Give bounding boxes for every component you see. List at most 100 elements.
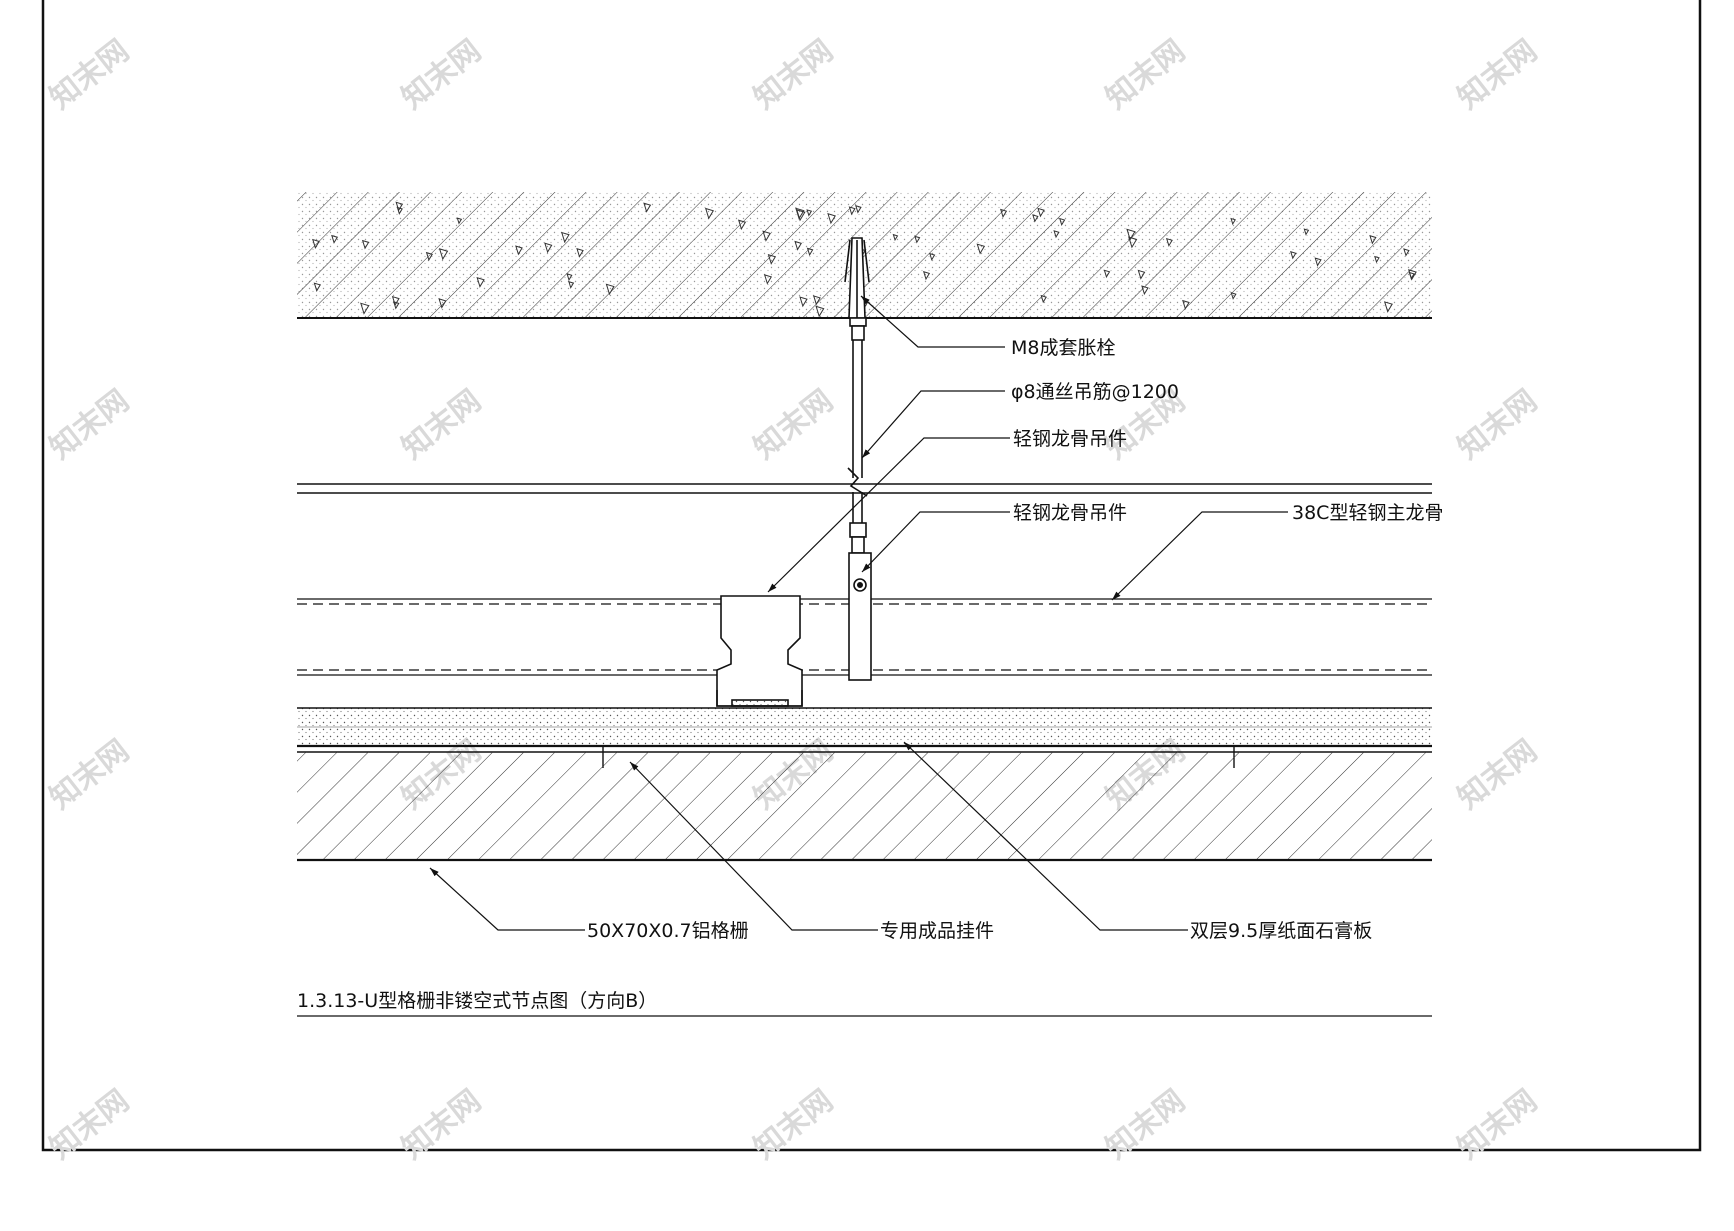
expansion-bolt [844, 237, 870, 341]
aggregate-mark [855, 204, 862, 214]
label-main-keel: 38C型轻钢主龙骨 [1292, 502, 1443, 524]
watermark-text: 知末网 [43, 33, 135, 116]
aggregate-mark [1403, 248, 1410, 257]
label-hanger-upper: 轻钢龙骨吊件 [1013, 428, 1127, 450]
aggregate-mark [1303, 228, 1310, 236]
label-hanger-rod: φ8通丝吊筋@1200 [1011, 381, 1179, 403]
aggregate-mark [1137, 269, 1146, 280]
concrete-slab [297, 192, 1432, 319]
aggregate-mark [1408, 271, 1415, 280]
drawing-title: 1.3.13-U型格栅非镂空式节点图（方向B） [297, 990, 657, 1012]
leader-lines [429, 295, 1288, 931]
watermark-text: 知末网 [395, 383, 487, 466]
watermark-text: 知末网 [43, 383, 135, 466]
aggregate-mark [799, 296, 808, 308]
aggregate-mark [762, 230, 771, 242]
aggregate-mark [1383, 301, 1393, 313]
aggregate-mark [566, 273, 573, 282]
aluminum-grille [297, 752, 1432, 862]
aggregate-mark [1230, 217, 1236, 226]
aggregate-mark [313, 282, 321, 292]
watermark-text: 知末网 [43, 1083, 135, 1166]
aggregate-mark [643, 202, 652, 213]
aggregate-mark [737, 219, 747, 231]
aggregate-mark [1182, 299, 1190, 310]
aggregate-mark [476, 277, 485, 288]
label-hanger-lower: 轻钢龙骨吊件 [1013, 502, 1127, 524]
watermark-text: 知末网 [1099, 1083, 1191, 1166]
watermark-text: 知末网 [1451, 733, 1543, 816]
break-lines [297, 483, 1432, 494]
watermark-text: 知末网 [43, 733, 135, 816]
aggregate-mark [795, 207, 805, 220]
aggregate-mark [576, 248, 584, 258]
aggregate-mark [815, 305, 825, 318]
aggregate-mark [704, 207, 715, 220]
aggregate-mark [1037, 207, 1045, 218]
aggregate-mark [1000, 208, 1008, 219]
aggregate-mark [848, 206, 856, 216]
aggregate-mark [763, 274, 773, 285]
aggregate-mark [767, 253, 777, 265]
aggregate-mark [976, 243, 986, 255]
aggregate-mark [827, 213, 836, 225]
watermark-text: 知末网 [395, 33, 487, 116]
aggregate-mark [1141, 285, 1149, 296]
aggregate-mark [1032, 214, 1039, 223]
aggregate-mark [605, 283, 615, 296]
aggregate-mark [544, 242, 553, 254]
aggregate-mark [1053, 230, 1060, 239]
watermark-text: 知末网 [747, 383, 839, 466]
label-anchor-bolt: M8成套胀栓 [1011, 337, 1115, 359]
watermark-text: 知末网 [747, 1083, 839, 1166]
watermark-text: 知末网 [1099, 33, 1191, 116]
aggregate-mark [1128, 236, 1138, 249]
aggregate-mark [425, 251, 434, 262]
aggregate-mark [794, 240, 803, 251]
aggregate-mark [360, 302, 370, 315]
aggregate-mark [456, 217, 463, 225]
aggregate-mark [1290, 251, 1297, 260]
aggregate-mark [1314, 257, 1322, 267]
aggregate-mark [393, 301, 400, 310]
label-gypsum: 双层9.5厚纸面石膏板 [1190, 919, 1372, 942]
aggregate-mark [331, 234, 339, 244]
aggregate-mark [922, 271, 931, 281]
aggregate-mark [1059, 217, 1066, 227]
aggregate-mark [515, 245, 523, 256]
aggregate-mark [914, 235, 921, 244]
aggregate-mark [561, 231, 570, 244]
aggregate-mark [1374, 255, 1380, 264]
aggregate-mark [806, 247, 814, 257]
gypsum-board [297, 707, 1432, 768]
keel-hanger-bracket [848, 552, 872, 681]
aggregate-mark [568, 280, 575, 289]
label-clip: 专用成品挂件 [880, 920, 994, 942]
aggregate-mark [806, 209, 813, 217]
aggregate-mark [929, 252, 936, 261]
aggregate-mark [438, 298, 447, 309]
aggregate-mark [396, 206, 403, 215]
watermark-text: 知末网 [395, 1083, 487, 1166]
watermark-text: 知末网 [747, 33, 839, 116]
aggregate-mark [1103, 269, 1111, 279]
aggregate-mark [812, 295, 821, 306]
label-grille: 50X70X0.7铝格栅 [587, 920, 749, 942]
aggregate-mark [1230, 292, 1237, 300]
aggregate-mark [892, 233, 899, 242]
watermark-text: 知末网 [1451, 33, 1543, 116]
aggregate-mark [1369, 234, 1377, 245]
aggregate-mark [1165, 237, 1173, 247]
aggregate-mark [361, 239, 370, 250]
aggregate-mark [312, 238, 320, 250]
watermark-text: 知末网 [1451, 383, 1543, 466]
sheet-frame [41, 0, 1702, 1152]
u-grille-clip [716, 595, 803, 707]
aggregate-mark [391, 295, 400, 307]
watermark-text: 知末网 [1451, 1083, 1543, 1166]
hanger-rod [847, 340, 868, 554]
aggregate-mark [395, 201, 404, 212]
aggregate-mark [1040, 294, 1047, 304]
